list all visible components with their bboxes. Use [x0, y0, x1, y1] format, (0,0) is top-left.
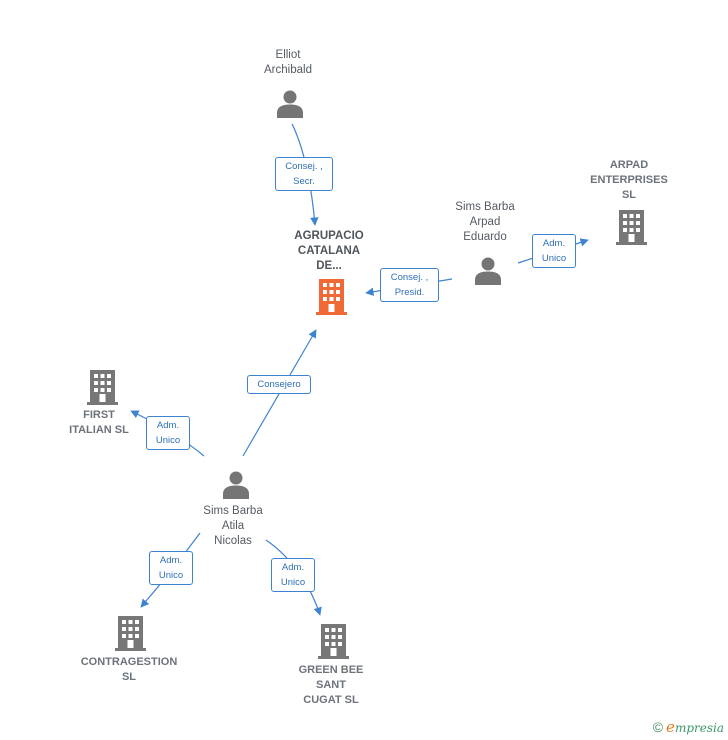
building-icon[interactable] [616, 210, 647, 245]
brand-logo-e: e [666, 718, 675, 736]
node-label-agrupacio[interactable]: AGRUPACIO CATALANA DE... [294, 230, 364, 272]
edge-label-arpad-agrupacio[interactable]: Consej. , Presid. [380, 268, 439, 302]
person-icon[interactable] [275, 88, 305, 118]
edge-label-elliot-agrupacio[interactable]: Consej. , Secr. [275, 157, 333, 191]
node-label-sims-atila[interactable]: Sims Barba Atila Nicolas [203, 505, 263, 547]
node-label-elliot[interactable]: Elliot Archibald [264, 49, 312, 76]
node-label-green-bee[interactable]: GREEN BEE SANT CUGAT SL [298, 664, 364, 706]
edge-label-arpad-enterprises[interactable]: Adm. Unico [532, 234, 576, 268]
brand-watermark: ©empresia [653, 718, 724, 736]
person-icon[interactable] [221, 469, 251, 499]
building-icon-main[interactable] [316, 279, 347, 315]
copyright-symbol: © [652, 719, 664, 735]
node-label-arpad-enterprises[interactable]: ARPAD ENTERPRISES SL [590, 159, 668, 201]
edge-label-atila-first-italian[interactable]: Adm. Unico [146, 416, 190, 450]
building-icon[interactable] [318, 624, 349, 659]
node-label-contragestion[interactable]: CONTRAGESTION SL [80, 656, 178, 683]
building-icon[interactable] [115, 616, 146, 651]
node-label-first-italian[interactable]: FIRST ITALIAN SL [69, 409, 129, 436]
edge-label-atila-green-bee[interactable]: Adm. Unico [271, 558, 315, 592]
brand-logo-text: mpresia [674, 721, 724, 735]
node-label-sims-arpad[interactable]: Sims Barba Arpad Eduardo [455, 201, 515, 243]
edge-label-atila-contragestion[interactable]: Adm. Unico [149, 551, 193, 585]
person-icon[interactable] [473, 255, 503, 285]
edge-label-atila-agrupacio[interactable]: Consejero [247, 375, 311, 394]
building-icon[interactable] [87, 370, 118, 405]
